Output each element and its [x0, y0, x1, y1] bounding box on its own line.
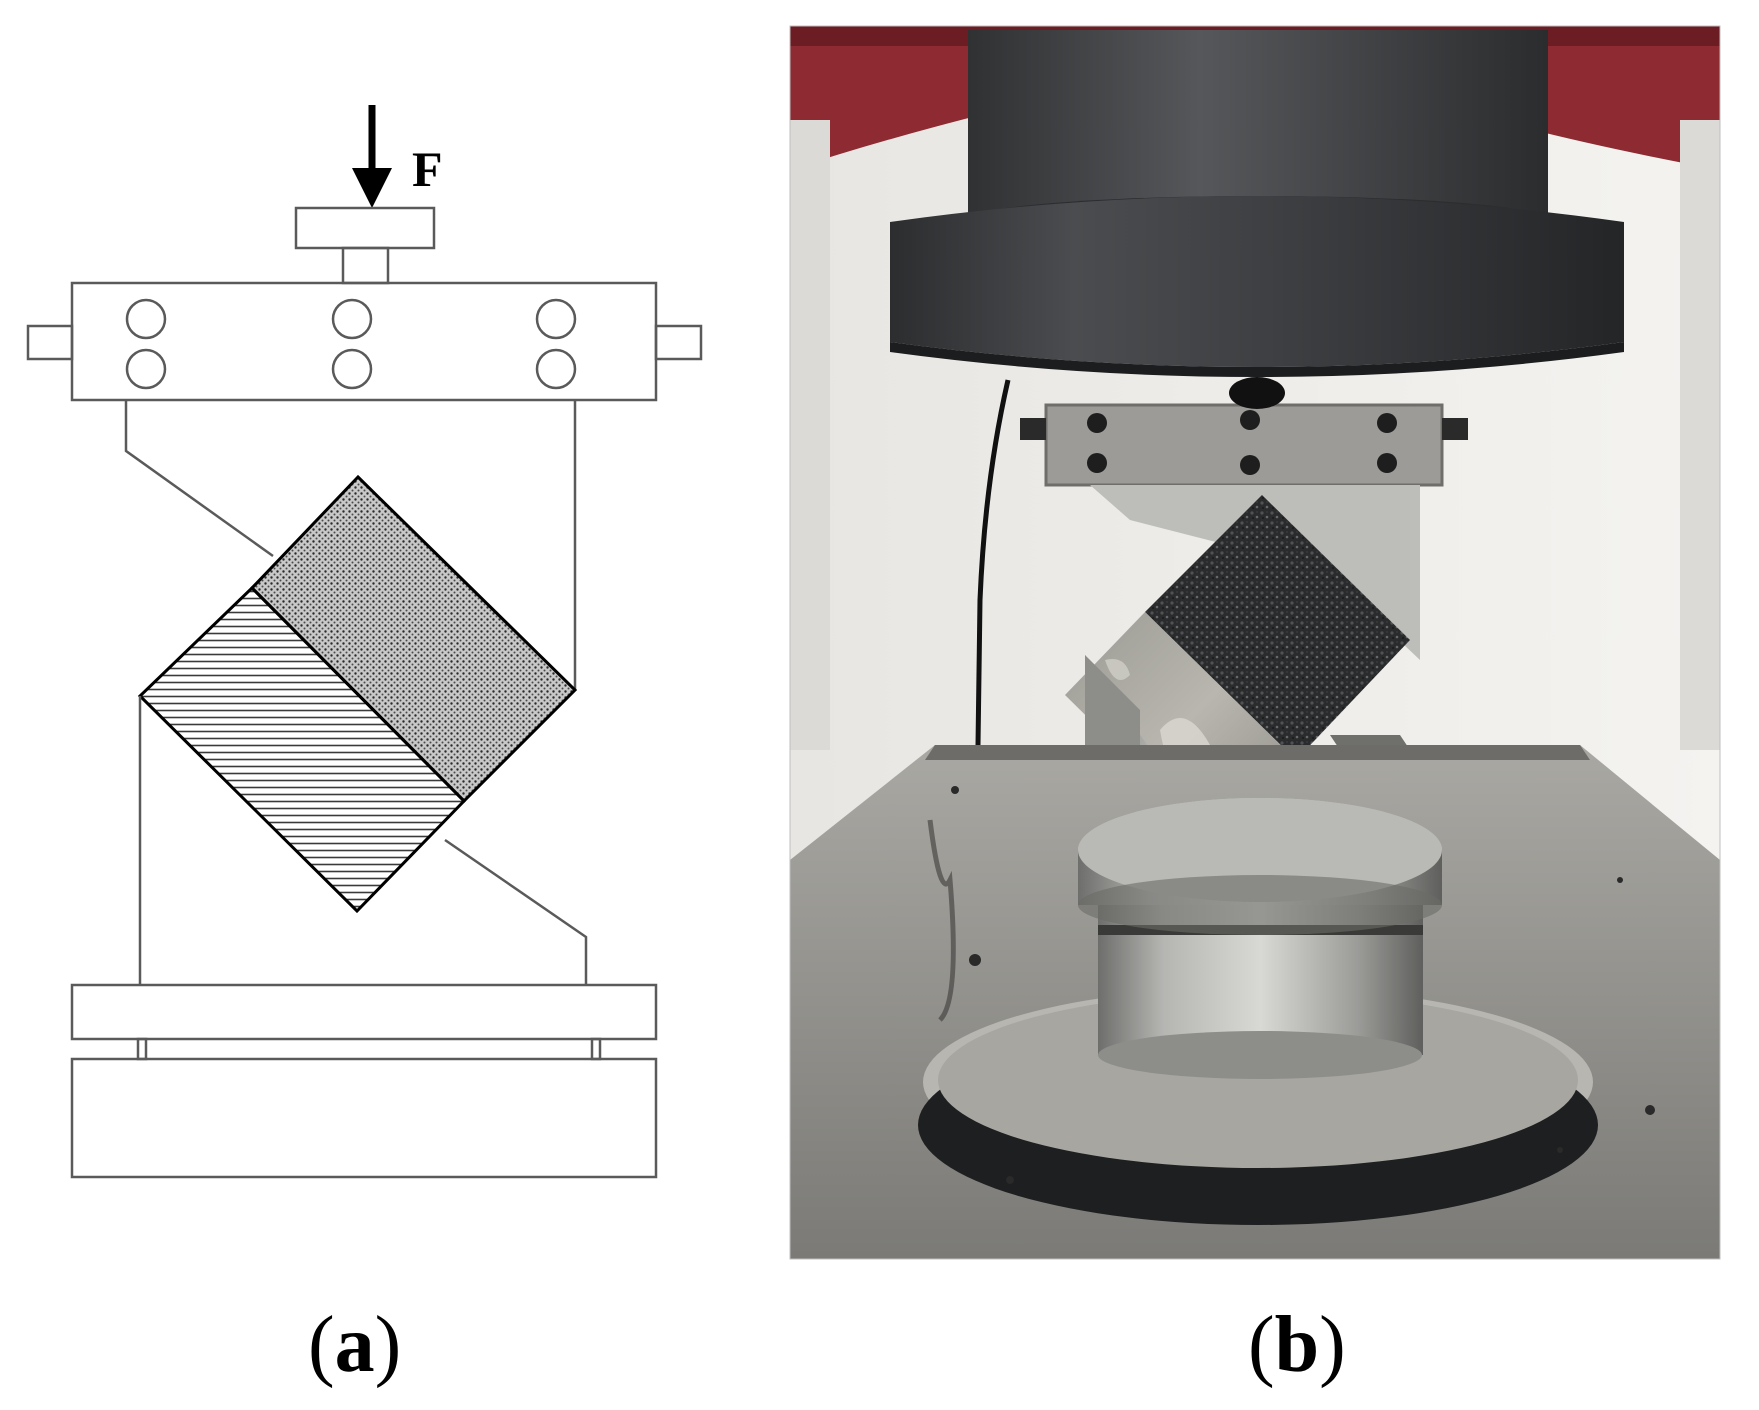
photo-frame — [789, 25, 1721, 1260]
schematic-diagram — [26, 105, 703, 1179]
loading-head — [294, 206, 436, 250]
lower-base-foot-left — [136, 1037, 148, 1061]
test-photograph — [790, 26, 1720, 1259]
upper-clamp-left-pin — [26, 324, 74, 361]
bolt-holes — [125, 298, 577, 390]
specimen-interface — [250, 586, 466, 803]
lower-shear-plate-right — [444, 838, 588, 985]
upper-clamp-right-pin — [654, 324, 703, 361]
machine-base-block — [70, 1057, 658, 1179]
lower-base-plate — [70, 983, 658, 1041]
upper-shear-plate-left — [124, 400, 274, 558]
caption-a: (a) — [308, 1301, 402, 1389]
force-label: F — [412, 141, 443, 197]
caption-b: (b) — [1248, 1301, 1346, 1389]
lower-base-foot-right — [590, 1037, 602, 1061]
force-arrow — [352, 105, 392, 208]
loading-stem — [341, 246, 390, 285]
